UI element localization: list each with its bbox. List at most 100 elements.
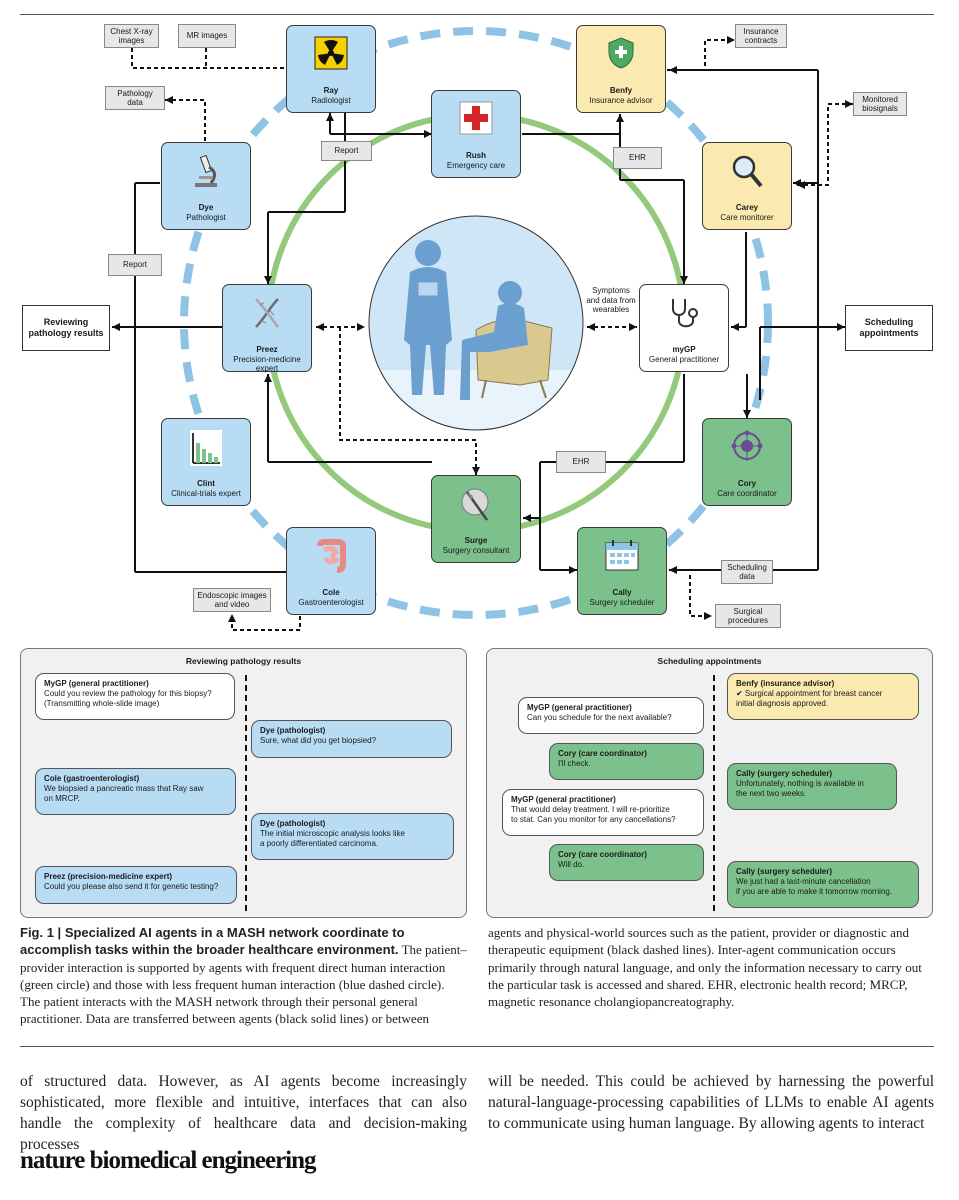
message-sender: Cole (gastroenterologist) (44, 774, 140, 783)
microscope-icon (189, 153, 223, 196)
message-bubble: MyGP (general practitioner) That would d… (502, 789, 704, 836)
intestine-icon (314, 538, 348, 579)
data-source-pathology: Pathology data (105, 86, 165, 110)
agent-name: Dye (198, 203, 214, 212)
message-bubble: Preez (precision-medicine expert) Could … (35, 866, 237, 904)
message-sender: Cory (care coordinator) (558, 850, 647, 859)
edge-label-report: Report (108, 254, 162, 276)
agent-surge[interactable]: Surge Surgery consultant (431, 475, 521, 563)
data-source-insurance: Insurance contracts (735, 24, 787, 48)
data-source-mr: MR images (178, 24, 236, 48)
caption-rule (20, 1046, 934, 1047)
agent-name: Benfy (609, 86, 633, 95)
agent-benfy[interactable]: Benfy Insurance advisor (576, 25, 666, 113)
agent-preez[interactable]: Preez Precision-medicine expert (222, 284, 312, 373)
network-node-icon (730, 429, 764, 468)
message-sender: MyGP (general practitioner) (44, 679, 149, 688)
patient-provider-scene (370, 240, 582, 429)
message-bubble: Cole (gastroenterologist) We biopsied a … (35, 768, 236, 815)
message-bubble: Dye (pathologist) The initial microscopi… (251, 813, 454, 860)
data-source-biosignals: Monitored biosignals (853, 92, 907, 116)
top-rule (20, 14, 934, 15)
agent-name: Cole (322, 588, 340, 597)
agent-cole[interactable]: Cole Gastroenterologist (286, 527, 376, 615)
panel-title: Scheduling appointments (657, 656, 762, 666)
message-sender: Dye (pathologist) (260, 726, 326, 735)
agent-clint[interactable]: Clint Clinical-trials expert (161, 418, 251, 506)
data-source-scheduling: Scheduling data (721, 560, 773, 584)
agent-name: Carey (735, 203, 759, 212)
chat-panel-pathology: Reviewing pathology results MyGP (genera… (20, 648, 467, 918)
agent-rush[interactable]: Rush Emergency care (431, 90, 521, 178)
medical-cross-icon (459, 101, 493, 140)
agent-name: Clint (197, 479, 215, 488)
data-source-endoscopic: Endoscopic images and video (193, 588, 271, 612)
scalpel-icon (459, 486, 493, 529)
journal-logo: nature biomedical engineering (20, 1147, 317, 1174)
message-text: Unfortunately, nothing is available in t… (736, 779, 864, 798)
agent-role: Emergency care (446, 161, 506, 170)
message-bubble: Benfy (insurance advisor) ✔ Surgical app… (727, 673, 919, 720)
message-sender: MyGP (general practitioner) (527, 703, 632, 712)
message-bubble: MyGP (general practitioner) Can you sche… (518, 697, 704, 734)
panel-divider (713, 675, 715, 911)
agent-name: Surge (464, 536, 488, 545)
message-text: Could you please also send it for geneti… (44, 882, 219, 891)
message-sender: Benfy (insurance advisor) (736, 679, 835, 688)
agent-role: General practitioner (648, 355, 720, 364)
message-sender: Cory (care coordinator) (558, 749, 647, 758)
agent-role: Care coordinator (717, 489, 777, 498)
message-text: ✔ Surgical appointment for breast cancer… (736, 689, 883, 708)
message-text: Sure, what did you get biopsied? (260, 736, 377, 745)
calendar-icon (604, 538, 640, 577)
message-text: Can you schedule for the next available? (527, 713, 672, 722)
message-sender: Cally (surgery scheduler) (736, 867, 833, 876)
agent-name: Cally (612, 588, 632, 597)
agent-cally[interactable]: Cally Surgery scheduler (577, 527, 667, 615)
data-source-chest-xray: Chest X-ray images (104, 24, 159, 48)
magnifier-icon (730, 153, 764, 196)
message-bubble: Cally (surgery scheduler) We just had a … (727, 861, 919, 908)
figure-caption-col1: Fig. 1 | Specialized AI agents in a MASH… (20, 924, 467, 1028)
agent-role: Surgery consultant (442, 546, 510, 555)
network-diagram (112, 27, 853, 631)
body-text-col2: will be needed. This could be achieved b… (488, 1073, 934, 1132)
message-sender: Dye (pathologist) (260, 819, 326, 828)
message-text: The initial microscopic analysis looks l… (260, 829, 405, 848)
caption-text: The patient–provider interaction is supp… (20, 942, 467, 1027)
message-bubble: MyGP (general practitioner) Could you re… (35, 673, 235, 720)
panel-title: Reviewing pathology results (185, 656, 302, 666)
message-bubble: Cory (care coordinator) Will do. (549, 844, 704, 881)
stethoscope-icon (667, 295, 701, 336)
chat-panel-scheduling: Scheduling appointments Benfy (insurance… (486, 648, 933, 918)
side-label-scheduling: Scheduling appointments (845, 305, 933, 351)
caption-label: Fig. 1 | (20, 925, 65, 940)
message-sender: Preez (precision-medicine expert) (44, 872, 173, 881)
agent-name: Ray (323, 86, 339, 95)
agent-name: Rush (466, 151, 486, 160)
agent-role: Pathologist (186, 213, 226, 222)
low-interaction-circle (180, 27, 772, 619)
edge-label-ehr: EHR (613, 147, 662, 169)
agent-dye[interactable]: Dye Pathologist (161, 142, 251, 230)
caption-text: agents and physical-world sources such a… (488, 925, 922, 1010)
agent-role: Care monitorer (720, 213, 774, 222)
message-bubble: Dye (pathologist) Sure, what did you get… (251, 720, 452, 758)
agent-carey[interactable]: Carey Care monitorer (702, 142, 792, 230)
message-sender: Cally (surgery scheduler) (736, 769, 833, 778)
agent-ray[interactable]: Ray Radiologist (286, 25, 376, 113)
side-label-reviewing: Reviewing pathology results (22, 305, 110, 351)
agent-mygp[interactable]: myGP General practitioner (639, 284, 729, 372)
agent-name: Preez (256, 345, 278, 354)
message-text: Will do. (558, 860, 585, 869)
agent-role: Clinical-trials expert (171, 489, 241, 498)
agent-name: Cory (737, 479, 757, 488)
edge-label-report: Report (321, 141, 372, 161)
message-text: We just had a last-minute cancellation i… (736, 877, 893, 896)
agent-cory[interactable]: Cory Care coordinator (702, 418, 792, 506)
agent-role: Surgery scheduler (589, 598, 655, 607)
figure-caption-col2: agents and physical-world sources such a… (488, 924, 934, 1010)
radiation-icon (314, 36, 348, 75)
panel-divider (245, 675, 247, 911)
agent-name: myGP (672, 345, 696, 354)
